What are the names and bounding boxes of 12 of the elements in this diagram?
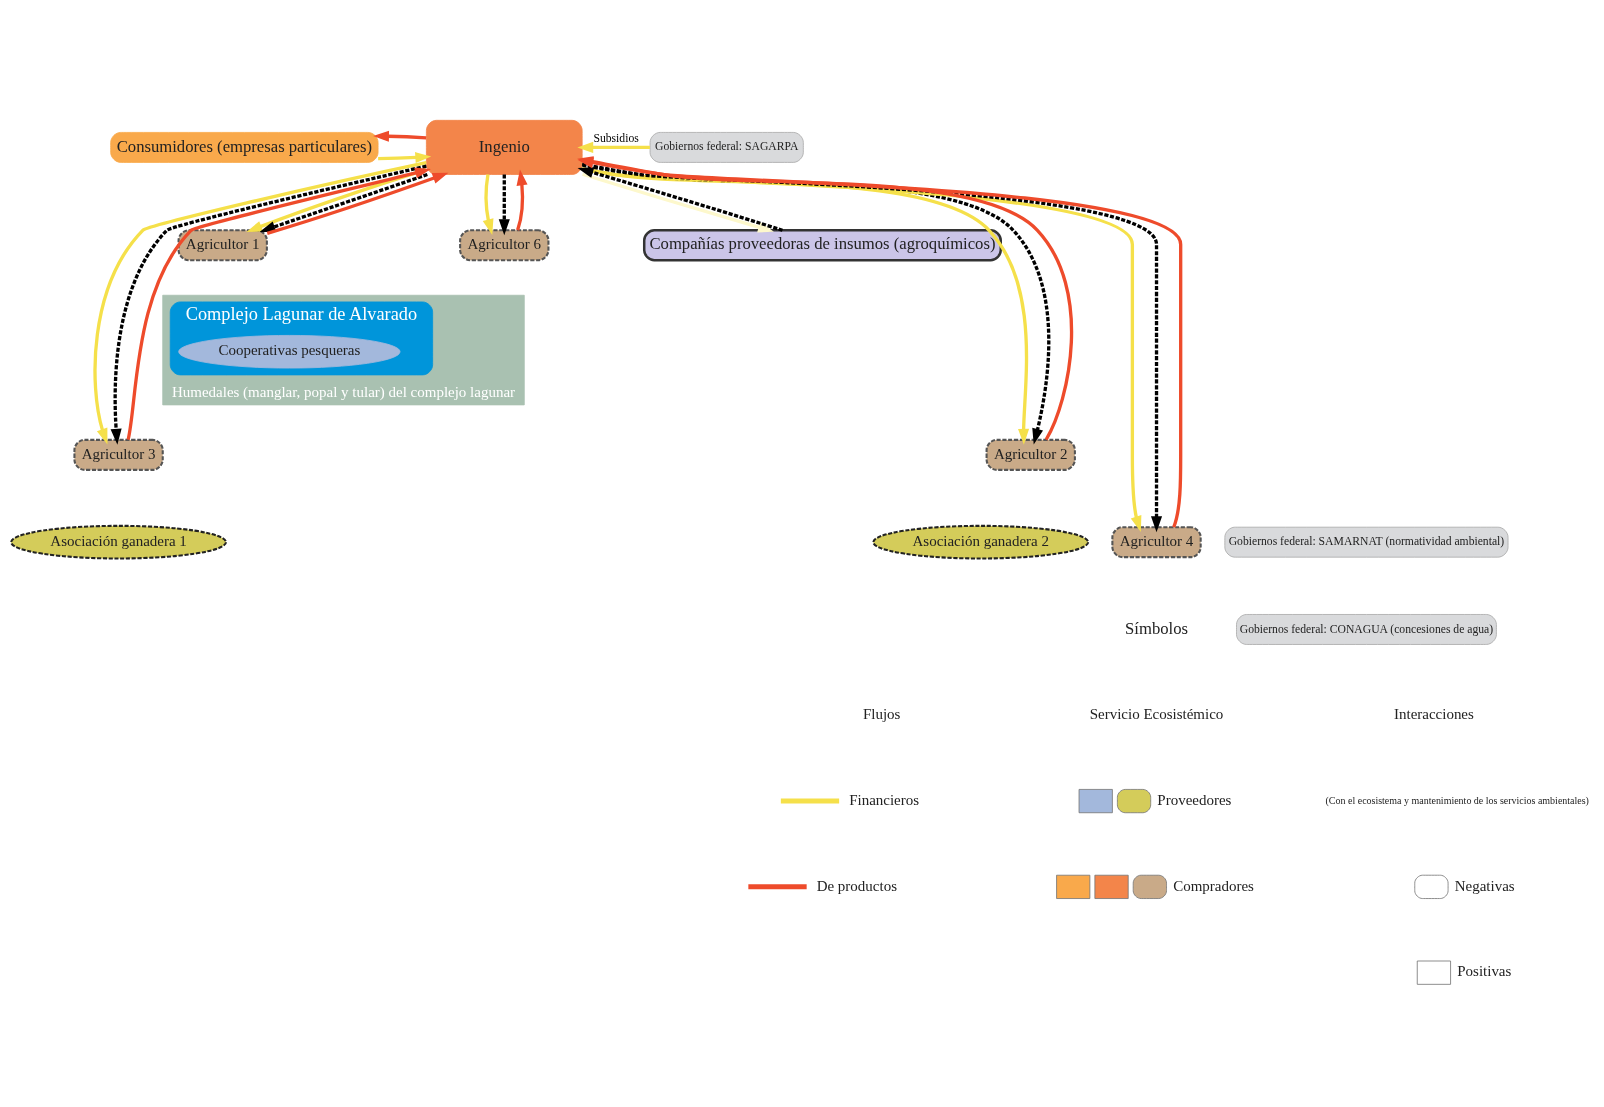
legend-label: Negativas	[1454, 877, 1515, 894]
label: Interacciones	[1393, 705, 1474, 722]
label: (Con el ecosistema y mantenimiento de los servicios ambientales)	[1325, 794, 1589, 806]
legend-label: Proveedores	[1157, 791, 1232, 808]
edge-label: Subsidios	[593, 131, 639, 145]
legend-label: Compradores	[1173, 877, 1254, 894]
label: Símbolos	[1125, 618, 1188, 638]
label: Servicio Ecosistémico	[1089, 705, 1224, 722]
legend-label: De productos	[816, 877, 897, 894]
legend-label: Financieros	[849, 791, 920, 808]
legend-label: Positivas	[1457, 962, 1512, 979]
label: Flujos	[862, 705, 901, 722]
